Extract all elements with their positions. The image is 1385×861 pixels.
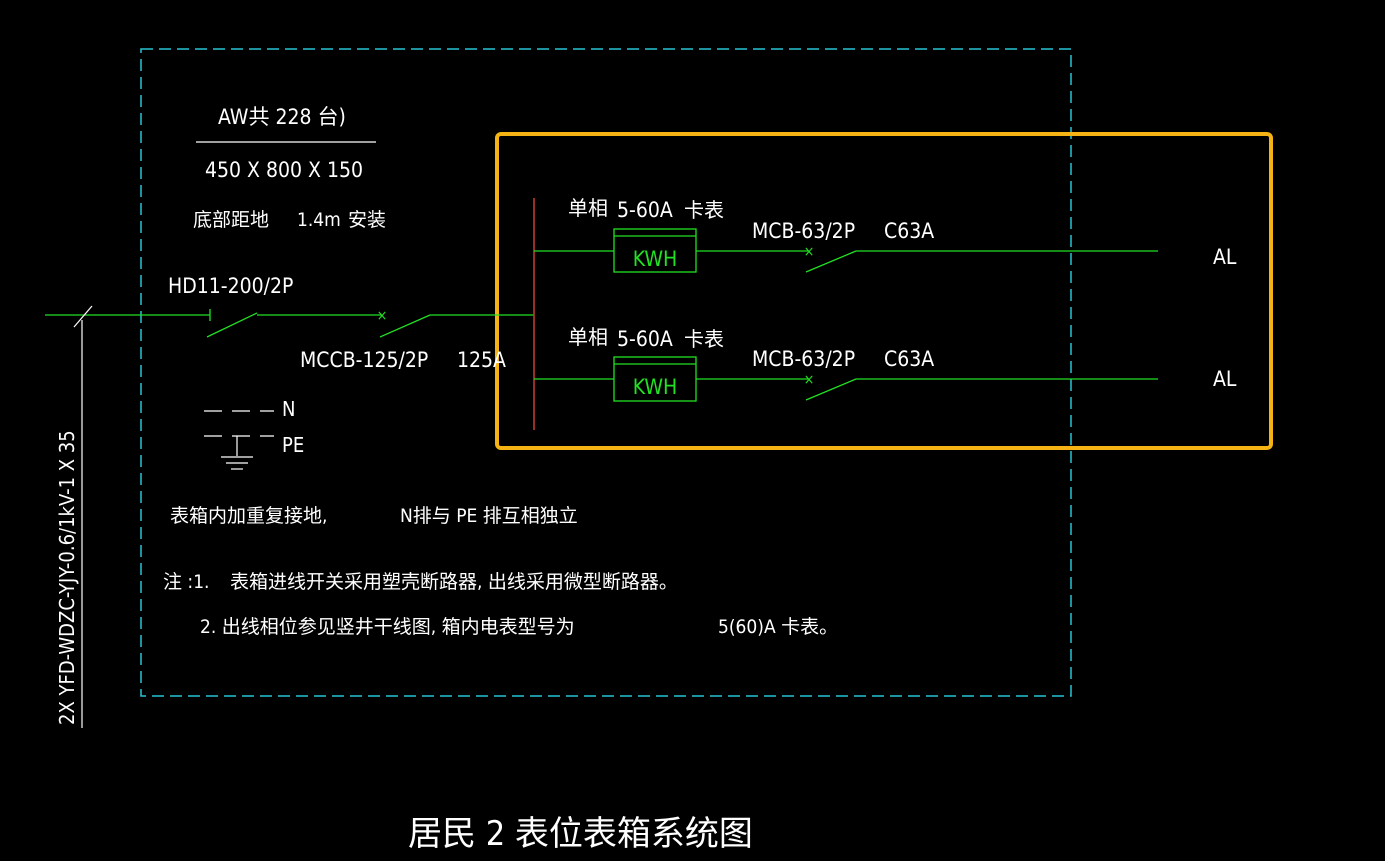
count-line: AW共 228 台) [218,105,346,129]
branch2-breaker: MCB-63/2P [752,347,855,371]
highlight-box [495,132,1273,450]
branch2-meter-range: 5-60A [617,327,673,351]
branch2-x-mark: × [804,372,815,388]
branch1-phase: 单相 [568,196,608,220]
kwh-label-1: KWH [633,247,678,271]
main-switch-blade [206,312,258,338]
branch-1: KWH × 单相 5-60A 卡表 MCB-63/2P C63A AL [534,196,1237,273]
install-label: 底部距地 [193,209,269,231]
note-2: 2. 出线相位参见竖井干线图, 箱内电表型号为 [200,616,575,638]
main-switch-label: HD11-200/2P [168,274,293,298]
kwh-label-2: KWH [633,375,678,399]
branch1-x-mark: × [804,244,815,260]
cable-tick [73,305,93,328]
branch2-phase: 单相 [568,325,608,349]
branch2-breaker-rating: C63A [884,347,934,371]
note1-prefix: 注 :1. [163,571,210,593]
install-word: 安装 [348,209,386,231]
box-dimensions: 450 X 800 X 150 [205,158,363,182]
incoming-cable-label: 2X YFD-WDZC-YJY-0.6/1kV-1 X 35 [55,430,79,725]
n-label: N [282,397,295,421]
grounding-note: 表箱内加重复接地, [170,505,327,527]
main-breaker-blade [379,314,431,338]
branch1-breaker-rating: C63A [884,219,934,243]
branch1-breaker-blade [805,250,857,273]
branch1-meter-range: 5-60A [617,198,673,222]
install-height: 1.4m [297,209,341,231]
diagram-title: 居民 2 表位表箱系统图 [408,814,753,854]
branch1-meter-type: 卡表 [684,198,724,222]
breaker-x-mark: × [377,308,388,324]
main-breaker-label: MCCB-125/2P [300,348,428,372]
enclosure-boundary [140,48,1072,697]
note-2-meter: 5(60)A 卡表。 [718,616,838,638]
branch1-breaker: MCB-63/2P [752,219,855,243]
branch-2: KWH × 单相 5-60A 卡表 MCB-63/2P C63A AL [534,325,1237,402]
branch2-meter-type: 卡表 [684,327,724,351]
pe-label: PE [282,433,304,457]
branch2-load: AL [1213,367,1237,391]
branch2-breaker-blade [805,378,857,401]
ground-symbol-icon [221,436,253,470]
n-pe-independent-note: N排与 PE 排互相独立 [400,505,578,527]
note-1: 表箱进线开关采用塑壳断路器, 出线采用微型断路器。 [230,571,678,593]
branch1-load: AL [1213,245,1237,269]
main-breaker-rating: 125A [457,348,506,372]
